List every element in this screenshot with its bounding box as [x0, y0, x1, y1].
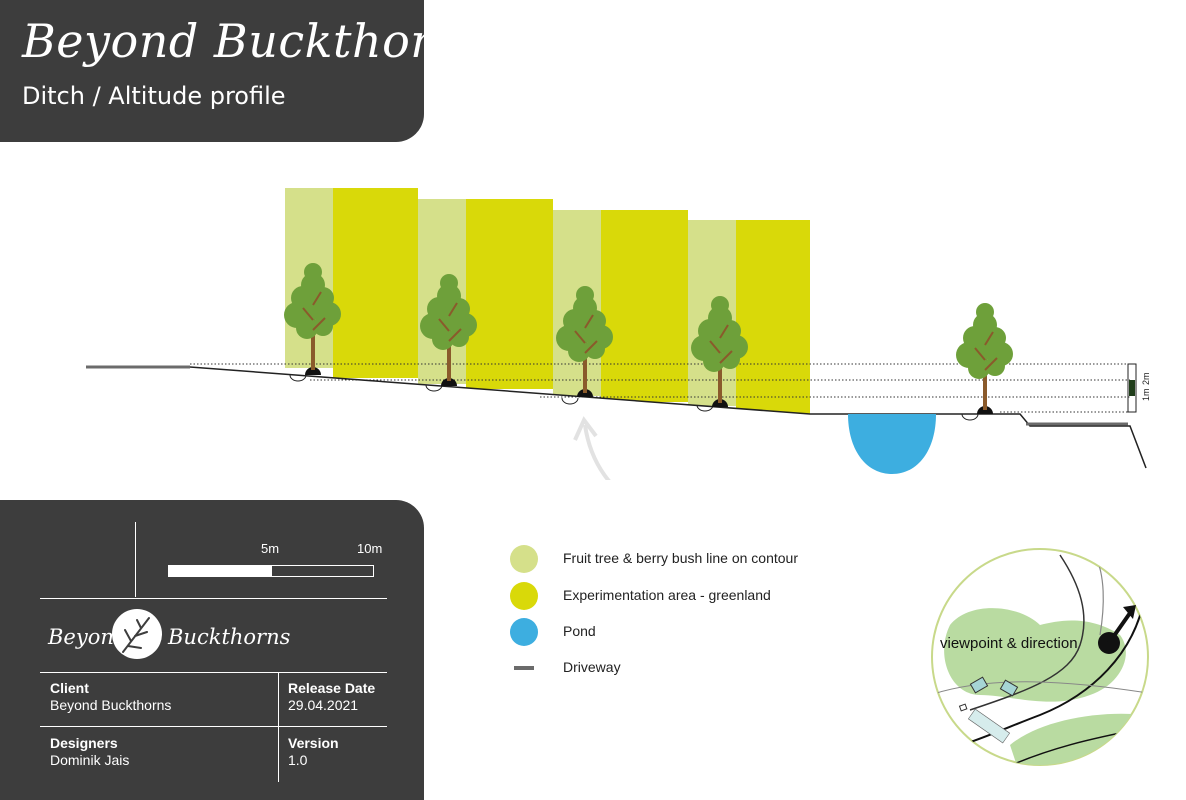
release-date-value: 29.04.2021 — [288, 697, 359, 713]
legend-label: Fruit tree & berry bush line on contour — [563, 550, 799, 566]
divider — [40, 726, 387, 727]
legend-item-pond: Pond — [510, 618, 910, 646]
height-marker-2m: 2m — [1141, 372, 1151, 385]
direction-arrow-icon — [1107, 611, 1132, 645]
experimentation-block — [736, 220, 810, 414]
scale-divider — [135, 522, 136, 597]
divider — [40, 598, 387, 599]
viewpoint-label: viewpoint & direction — [940, 635, 1078, 652]
pond — [848, 414, 936, 474]
page-title: Beyond Buckthorns — [22, 14, 487, 68]
client-label: Client — [50, 680, 89, 696]
client-value: Beyond Buckthorns — [50, 697, 172, 713]
designers-label: Designers — [50, 735, 118, 751]
logo-text-right: Buckthorns — [168, 625, 291, 649]
info-panel: 5m 10m Beyond Buckthorns Client Beyond B… — [0, 500, 424, 800]
scale-label-mid: 5m — [261, 541, 280, 556]
scale-label-end: 10m — [357, 541, 383, 556]
ditches — [289, 374, 979, 421]
experimentation-block — [466, 199, 553, 389]
legend-label: Pond — [563, 623, 596, 639]
legend-item-experimentation: Experimentation area - greenland — [510, 582, 910, 610]
site-minimap — [931, 548, 1149, 766]
tree-icon — [420, 274, 477, 381]
height-scale: 1m 2m — [1127, 363, 1151, 413]
altitude-profile: 1m 2m — [86, 188, 1151, 480]
column-divider — [278, 672, 279, 782]
tree-icon — [691, 296, 748, 403]
divider — [40, 672, 387, 673]
viewpoint-arrow-curve — [583, 424, 611, 480]
legend-label: Driveway — [563, 659, 621, 675]
height-marker-1m: 1m — [1141, 388, 1151, 401]
designers-value: Dominik Jais — [50, 752, 130, 768]
legend-swatch — [514, 666, 534, 670]
legend-swatch — [510, 545, 538, 573]
page-subtitle: Ditch / Altitude profile — [22, 82, 286, 110]
scale-bar — [168, 565, 374, 577]
tree-icon — [556, 286, 613, 393]
legend-item-driveway: Driveway — [510, 654, 910, 682]
legend-label: Experimentation area - greenland — [563, 587, 771, 603]
legend-item-fruit-line: Fruit tree & berry bush line on contour — [510, 545, 910, 573]
tree-icon — [956, 303, 1013, 410]
version-value: 1.0 — [288, 752, 308, 768]
tree-icon — [284, 263, 341, 370]
version-label: Version — [288, 735, 339, 751]
viewpoint-arrowhead — [573, 416, 598, 441]
experimentation-block — [333, 188, 418, 378]
release-date-label: Release Date — [288, 680, 376, 696]
ground-line — [189, 366, 1147, 469]
legend-swatch — [510, 582, 538, 610]
logo-mark-icon — [112, 609, 162, 659]
legend-swatch — [510, 618, 538, 646]
title-panel: Beyond Buckthorns Ditch / Altitude profi… — [0, 0, 487, 142]
experimentation-block — [601, 210, 688, 402]
